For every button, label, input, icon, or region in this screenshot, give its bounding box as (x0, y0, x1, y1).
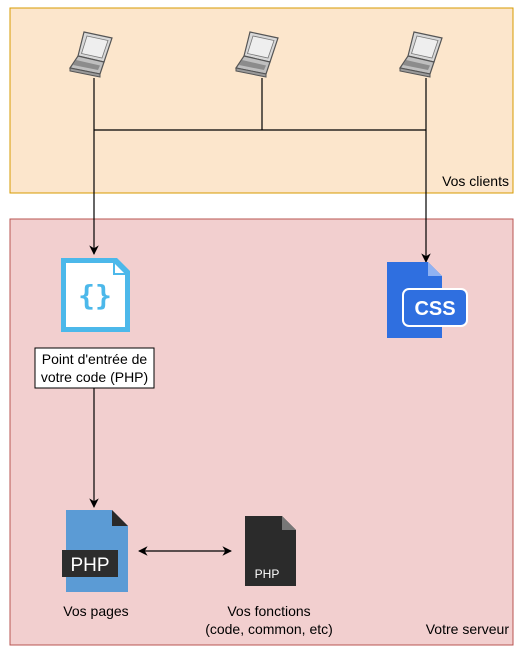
functions-label-line1: Vos fonctions (227, 603, 310, 619)
css-file-icon: CSS (387, 262, 468, 338)
code-file-icon: {} (61, 258, 130, 332)
svg-text:{}: {} (78, 279, 112, 312)
entry-label-line1: Point d'entrée de (42, 351, 148, 367)
entry-label-line2: votre code (PHP) (41, 369, 148, 385)
php-file-icon: PHP (62, 510, 128, 592)
css-badge-text: CSS (414, 298, 455, 320)
functions-php-badge: PHP (255, 567, 280, 581)
php-file-icon: PHP (245, 516, 296, 586)
pages-php-badge: PHP (70, 555, 109, 576)
entry-label-box (34, 347, 155, 389)
pages-label: Vos pages (63, 603, 128, 619)
functions-label-line2: (code, common, etc) (205, 621, 333, 637)
server-zone-label: Votre serveur (426, 621, 510, 637)
clients-zone-label: Vos clients (442, 173, 509, 189)
